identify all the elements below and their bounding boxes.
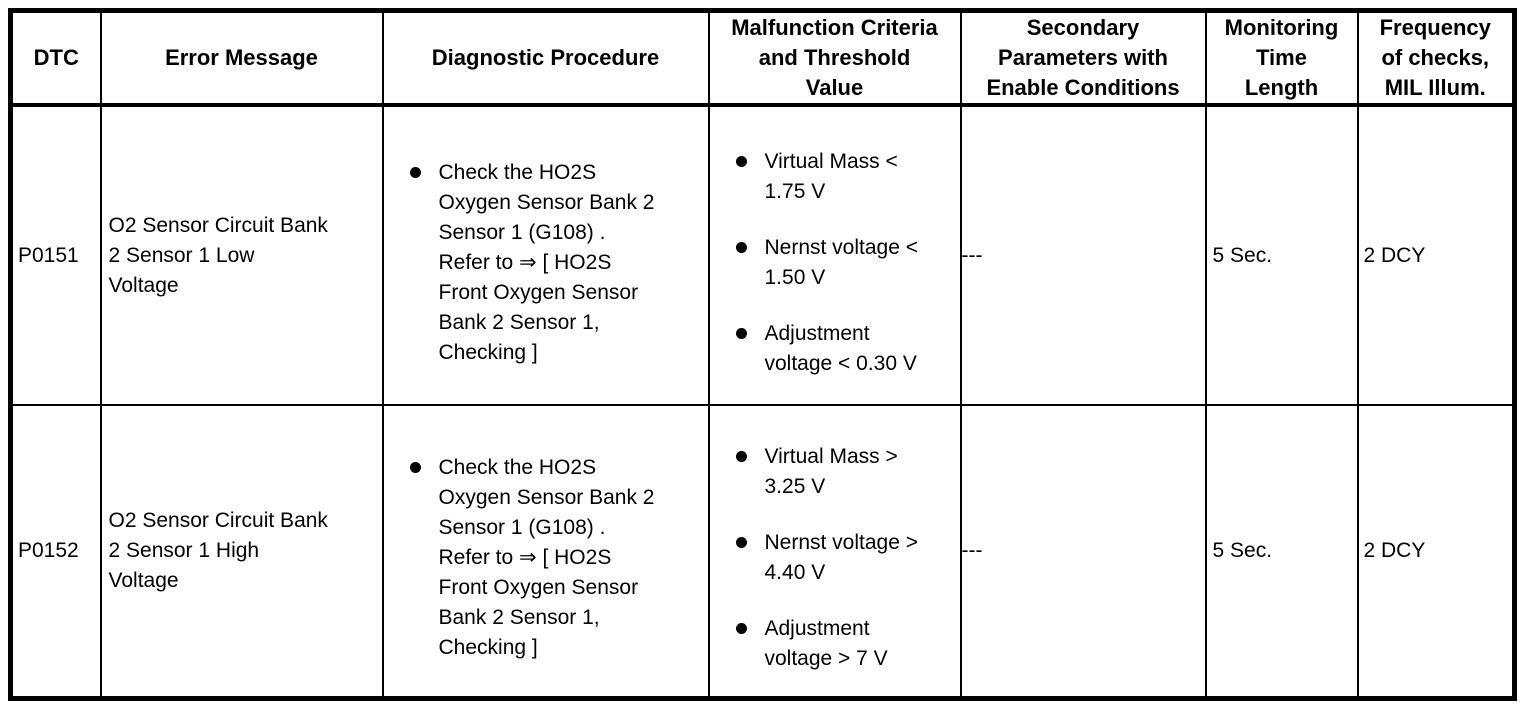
column-header-secondary-parameters: Secondary Parameters with Enable Conditi… <box>959 9 1207 107</box>
bullet-icon <box>735 328 747 339</box>
bullet-icon <box>409 462 421 474</box>
cell-dtc-code: P0152 <box>9 404 102 699</box>
procedure-bullet-list: Check the HO2S Oxygen Sensor Bank 2 Sens… <box>385 453 707 663</box>
list-item: Nernst voltage < 1.50 V <box>711 233 959 293</box>
column-header-dtc: DTC <box>9 9 102 107</box>
cell-monitoring-time: 5 Sec. <box>1204 404 1359 699</box>
dtc-table: DTC Error Message Diagnostic Procedure M… <box>8 8 1517 701</box>
cell-dtc-code: P0151 <box>9 104 102 406</box>
list-item: Virtual Mass > 3.25 V <box>711 442 959 502</box>
procedure-bullet-list: Check the HO2S Oxygen Sensor Bank 2 Sens… <box>385 158 707 368</box>
list-item: Adjustment voltage > 7 V <box>711 614 959 674</box>
cell-diagnostic-procedure: Check the HO2S Oxygen Sensor Bank 2 Sens… <box>381 104 710 406</box>
frequency-text: 2 DCY <box>1363 538 1426 562</box>
list-item: Check the HO2S Oxygen Sensor Bank 2 Sens… <box>385 453 707 663</box>
criteria-text: Virtual Mass < 1.75 V <box>764 150 898 203</box>
criteria-text: Nernst voltage < 1.50 V <box>764 236 919 289</box>
list-item: Check the HO2S Oxygen Sensor Bank 2 Sens… <box>385 158 707 368</box>
monitoring-time-text: 5 Sec. <box>1212 538 1273 562</box>
bullet-icon <box>409 167 421 178</box>
criteria-bullet-list: Virtual Mass > 3.25 V Nernst voltage > 4… <box>711 442 959 674</box>
cell-malfunction-criteria: Virtual Mass > 3.25 V Nernst voltage > 4… <box>707 404 962 699</box>
criteria-text: Adjustment voltage > 7 V <box>764 617 888 671</box>
error-message-text: O2 Sensor Circuit Bank 2 Sensor 1 Low Vo… <box>108 213 328 297</box>
column-header-malfunction-criteria: Malfunction Criteria and Threshold Value <box>707 9 962 107</box>
bullet-icon <box>735 537 747 549</box>
procedure-text: Check the HO2S Oxygen Sensor Bank 2 Sens… <box>438 456 655 660</box>
secondary-parameters-text: --- <box>961 538 983 562</box>
bullet-icon <box>735 451 747 463</box>
dtc-code: P0152 <box>18 538 79 562</box>
procedure-text: Check the HO2S Oxygen Sensor Bank 2 Sens… <box>438 161 655 364</box>
criteria-bullet-list: Virtual Mass < 1.75 V Nernst voltage < 1… <box>711 147 959 379</box>
list-item: Adjustment voltage < 0.30 V <box>711 319 959 379</box>
bullet-icon <box>735 156 747 167</box>
cell-error-message: O2 Sensor Circuit Bank 2 Sensor 1 Low Vo… <box>99 104 384 406</box>
column-header-frequency: Frequency of checks, MIL Illum. <box>1356 9 1516 107</box>
cell-frequency: 2 DCY <box>1356 104 1516 406</box>
table-header-row: DTC Error Message Diagnostic Procedure M… <box>9 9 1516 107</box>
table-row-p0152: P0152 O2 Sensor Circuit Bank 2 Sensor 1 … <box>9 404 1516 699</box>
criteria-text: Adjustment voltage < 0.30 V <box>764 322 917 375</box>
secondary-parameters-text: --- <box>961 243 983 267</box>
column-header-monitoring-time: Monitoring Time Length <box>1204 9 1359 107</box>
cell-diagnostic-procedure: Check the HO2S Oxygen Sensor Bank 2 Sens… <box>381 404 710 699</box>
list-item: Virtual Mass < 1.75 V <box>711 147 959 207</box>
cell-secondary-parameters: --- <box>959 104 1207 406</box>
cell-secondary-parameters: --- <box>959 404 1207 699</box>
table-row-p0151: P0151 O2 Sensor Circuit Bank 2 Sensor 1 … <box>9 104 1516 406</box>
frequency-text: 2 DCY <box>1363 243 1426 267</box>
list-item: Nernst voltage > 4.40 V <box>711 528 959 588</box>
cell-malfunction-criteria: Virtual Mass < 1.75 V Nernst voltage < 1… <box>707 104 962 406</box>
bullet-icon <box>735 242 747 253</box>
dtc-code: P0151 <box>18 243 79 267</box>
column-header-error-message: Error Message <box>99 9 384 107</box>
criteria-text: Nernst voltage > 4.40 V <box>764 531 919 585</box>
cell-monitoring-time: 5 Sec. <box>1204 104 1359 406</box>
monitoring-time-text: 5 Sec. <box>1212 243 1273 267</box>
bullet-icon <box>735 623 747 635</box>
column-header-diagnostic-procedure: Diagnostic Procedure <box>381 9 710 107</box>
cell-frequency: 2 DCY <box>1356 404 1516 699</box>
error-message-text: O2 Sensor Circuit Bank 2 Sensor 1 High V… <box>108 508 328 592</box>
criteria-text: Virtual Mass > 3.25 V <box>764 445 898 499</box>
cell-error-message: O2 Sensor Circuit Bank 2 Sensor 1 High V… <box>99 404 384 699</box>
